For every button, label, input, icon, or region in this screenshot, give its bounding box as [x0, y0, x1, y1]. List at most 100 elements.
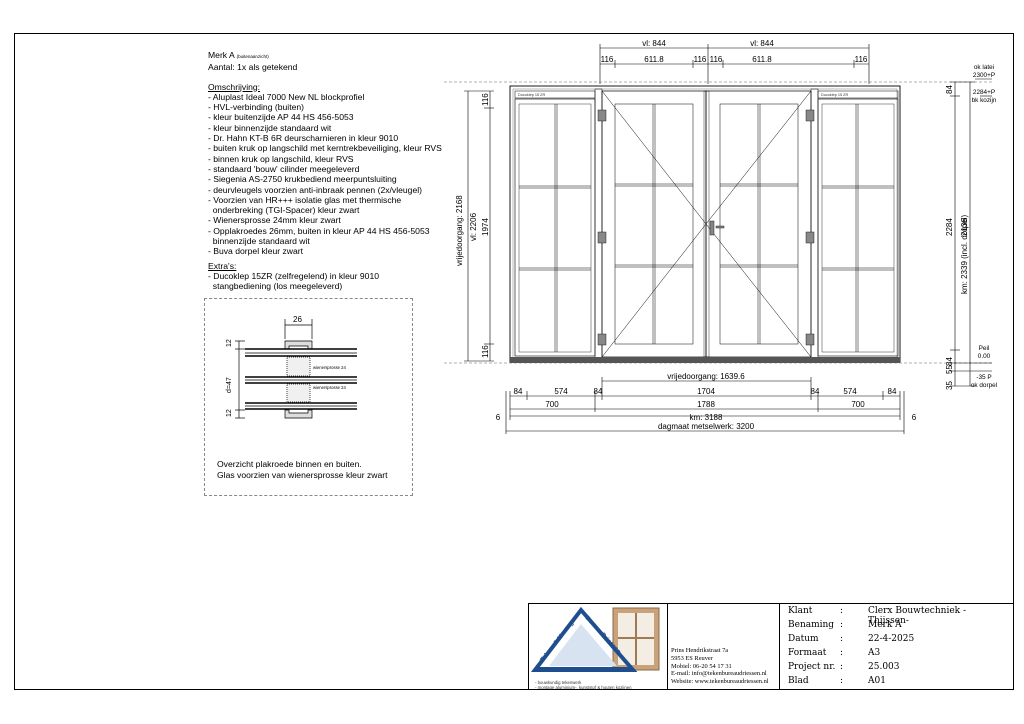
bottom-dim-row1: 84 [514, 387, 523, 396]
extras-heading: Extra's: [208, 260, 237, 271]
top-dim: 116 [694, 55, 707, 64]
bottom-dim-edge-left: 6 [496, 413, 501, 422]
description-heading: Omschrijving: [208, 81, 261, 92]
spec-line: - standaard 'bouw' cilinder meegeleverd [208, 163, 360, 174]
detail-width-dim: 26 [293, 315, 302, 324]
spec-title-note: (buitenaanzicht) [236, 54, 269, 59]
field-value: Clerx Bouwtechniek -Thijssen- [868, 606, 966, 626]
titleblock-row: Klant : Clerx Bouwtechniek -Thijssen- [788, 606, 1003, 626]
logo-line: - bouwkundig tekenwerk [535, 680, 582, 685]
right-dim-b1: 84 [945, 357, 954, 366]
muntin-detail: 26 12 d=47 12 wienersprosse 24 wienerspr… [204, 298, 413, 496]
spec-amount: Aantal: 1x als getekend [208, 62, 298, 73]
titleblock-info: Klant : Clerx Bouwtechniek -Thijssen- Be… [780, 603, 1014, 690]
field-value: A01 [868, 676, 886, 686]
field-label: Blad [788, 676, 809, 686]
bottom-dim-row1: 84 [811, 387, 820, 396]
spec-line: - Opplakroedes 26mm, buiten in kleur AP … [208, 225, 430, 236]
detail-label-top: wienersprosse 24 [313, 365, 346, 370]
bottom-dim-row1: 574 [554, 387, 568, 396]
elevation-drawing: Ducoklep 15 ZR Ducoklep 15 ZR vl: 844 vl… [440, 36, 1012, 451]
field-value: 25.003 [868, 662, 900, 672]
bottom-dim-vrijedoorgang: vrijedoorgang: 1639.6 [667, 372, 745, 381]
spec-line: - Ducoklep 15ZR (zelfregelend) in kleur … [208, 270, 380, 281]
field-value: A3 [868, 648, 881, 658]
bottom-dim-dagmaat: dagmaat metselwerk: 3200 [658, 422, 755, 431]
spec-line: - buiten kruk op langschild met kerntrek… [208, 143, 442, 154]
logo-line: - montage aluminium-, kunststof & houten… [535, 685, 632, 690]
field-colon: : [840, 676, 844, 686]
field-value: Merk A [868, 620, 902, 630]
field-label: Benaming [788, 620, 835, 630]
right-dim-total: 2284 [945, 218, 954, 236]
level-peil: Peil [979, 345, 990, 352]
titleblock-row: Benaming : Merk A [788, 620, 1003, 633]
field-colon: : [840, 606, 844, 616]
spec-line: binnenzijde standaard wit [208, 236, 310, 247]
field-colon: : [840, 662, 844, 672]
field-label: Datum [788, 634, 819, 644]
left-dim-vl: vl: 2206 [469, 212, 478, 241]
spec-line: - binnen kruk op langschild, kleur RVS [208, 153, 354, 164]
spec-line: - deurvleugels voorzien anti-inbraak pen… [208, 184, 423, 195]
detail-thickness-dim: d=47 [226, 377, 233, 393]
specification-notes: Merk A (buitenaanzicht) Aantal: 1x als g… [208, 50, 478, 292]
detail-bottom-dim: 12 [226, 409, 233, 417]
right-dim-b3: 35 [945, 381, 954, 390]
bottom-dim-row1: 84 [594, 387, 603, 396]
spec-line: - kleur buitenzijde AP 44 HS 456-5053 [208, 112, 354, 123]
left-dim-inner: 1974 [481, 218, 490, 236]
address-line: 5953 ES Reuver [671, 654, 713, 662]
bottom-dim-row2: 1788 [697, 400, 715, 409]
field-label: Klant [788, 606, 813, 616]
right-dim-b2: 55 [945, 365, 954, 374]
top-dim: 116 [855, 55, 868, 64]
bottom-dim-row1: 1704 [697, 387, 715, 396]
bottom-dim-row2: 700 [545, 400, 559, 409]
field-label: Project nr. [788, 662, 836, 672]
bottom-dim-edge-right: 6 [912, 413, 917, 422]
detail-caption-line: Glas voorzien van wienersprosse kleur zw… [217, 469, 388, 480]
left-dim-top: 116 [481, 93, 490, 106]
right-dim-mid: 2136 [960, 218, 969, 236]
level-bk-kozijn: bk kozijn [972, 97, 997, 104]
bottom-dim-row2: 700 [851, 400, 865, 409]
level-dorpel-value: -35 P [976, 374, 991, 381]
drawing-frame [14, 33, 1014, 690]
field-colon: : [840, 648, 844, 658]
spec-title-row: Merk A (buitenaanzicht) [208, 50, 478, 62]
top-dim: 116 [710, 55, 723, 64]
spec-line: onderbreking (TGI-Spacer) kleur zwart [208, 205, 360, 216]
spec-line: - kleur binnenzijde standaard wit [208, 122, 332, 133]
spec-line: - Wienersprosse 24mm kleur zwart [208, 215, 341, 226]
spec-line: - Dr. Hahn KT-B 6R deurscharnieren in kl… [208, 133, 399, 144]
top-vl-right: vl: 844 [750, 39, 774, 48]
top-vl-left: vl: 844 [642, 39, 666, 48]
spec-line: - Voorzien van HR+++ isolatie glas met t… [208, 194, 402, 205]
titleblock-logo: Teken- & Montage Bureau Driessen - bouwk… [528, 603, 668, 690]
spec-line: stangbediening (los meegeleverd) [208, 281, 343, 292]
titleblock-row: Project nr. : 25.003 [788, 662, 1003, 675]
titleblock-address: Prins Hendrikstraat 7a 5953 ES Reuver Mo… [668, 603, 780, 690]
level-bk-value: 2284+P [973, 89, 995, 96]
bottom-dim-row1: 84 [888, 387, 897, 396]
left-dim-vrijedoorgang: vrijedoorgang: 2168 [455, 195, 464, 266]
address-line: Prins Hendrikstraat 7a [671, 647, 729, 654]
vent-label-right: Ducoklep 15 ZR [821, 93, 848, 97]
spec-line: - Siegenia AS-2750 krukbediend meerpunts… [208, 174, 397, 185]
right-dim-km: km: 2339 (incl. dorpel) [960, 215, 969, 294]
company-logo: Teken- & Montage Bureau Driessen [530, 606, 660, 672]
elevation-svg: Ducoklep 15 ZR Ducoklep 15 ZR vl: 844 vl… [444, 39, 997, 434]
spec-title: Merk A [208, 50, 235, 60]
field-colon: : [840, 620, 844, 630]
level-peil-value: 0.00 [978, 353, 991, 360]
spec-line: - HVL-verbinding (buiten) [208, 102, 305, 113]
detail-top-dim: 12 [226, 339, 233, 347]
logo-lines: - bouwkundig tekenwerk - montage alumini… [535, 680, 632, 690]
left-dim-bottom: 116 [481, 345, 490, 358]
top-dim: 116 [601, 55, 614, 64]
level-ok-latei: ok latei [974, 64, 994, 71]
titleblock-row: Datum : 22-4-2025 [788, 634, 1003, 647]
address-line: Mobiel: 06-20 54 17 31 [671, 662, 732, 670]
level-ok-dorpel: ok dorpel [971, 382, 997, 389]
